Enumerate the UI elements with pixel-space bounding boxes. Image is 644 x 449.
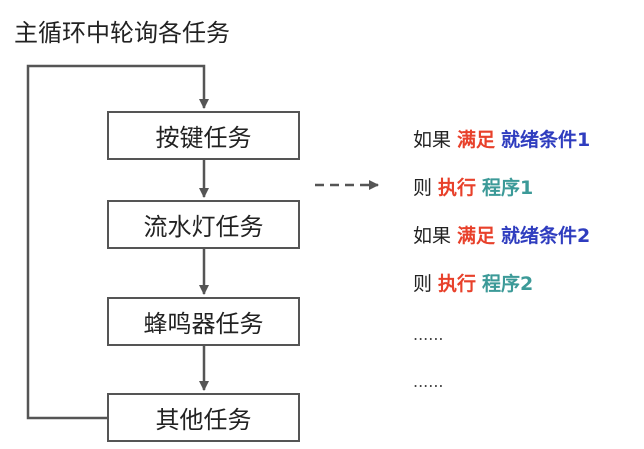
rule-prefix: 则 bbox=[413, 273, 433, 295]
rule-keyword: 满足 bbox=[457, 129, 496, 151]
rule-keyword: 执行 bbox=[438, 177, 477, 199]
diagram-title: 主循环中轮询各任务 bbox=[14, 19, 230, 47]
rule-keyword: 满足 bbox=[457, 225, 496, 247]
rule-line-3: 如果满足就绪条件2 bbox=[413, 224, 590, 248]
task-box-key: 按键任务 bbox=[107, 111, 300, 160]
rule-condition: 就绪条件1 bbox=[501, 129, 591, 151]
rule-line-4: 则执行程序2 bbox=[413, 272, 533, 296]
ellipsis-line: ...... bbox=[413, 372, 444, 391]
rule-keyword: 执行 bbox=[438, 273, 477, 295]
task-box-led: 流水灯任务 bbox=[107, 200, 300, 249]
task-box-buzzer: 蜂鸣器任务 bbox=[107, 297, 300, 346]
rule-prefix: 如果 bbox=[413, 129, 452, 151]
ellipsis-line: ...... bbox=[413, 325, 444, 344]
rule-line-1: 如果满足就绪条件1 bbox=[413, 128, 590, 152]
rule-program: 程序2 bbox=[482, 273, 534, 295]
task-box-other: 其他任务 bbox=[107, 393, 300, 442]
rule-prefix: 如果 bbox=[413, 225, 452, 247]
rule-line-2: 则执行程序1 bbox=[413, 176, 533, 200]
rule-condition: 就绪条件2 bbox=[501, 225, 591, 247]
rule-program: 程序1 bbox=[482, 177, 534, 199]
loop-back-line bbox=[26, 64, 209, 420]
rule-prefix: 则 bbox=[413, 177, 433, 199]
